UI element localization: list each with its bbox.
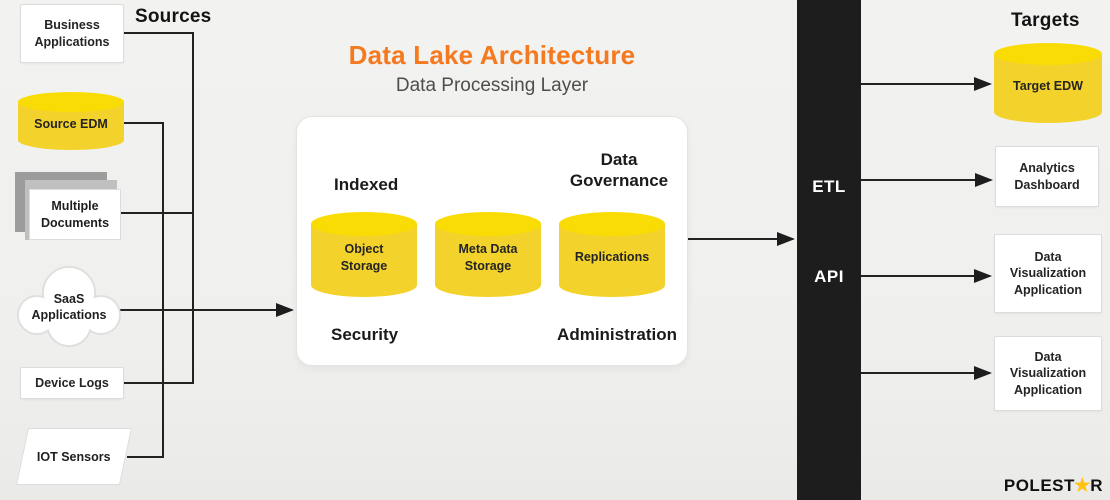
node-label: Data Visualization Application	[1009, 250, 1087, 297]
star-icon: ★	[1072, 474, 1093, 497]
node-label: IOT Sensors	[37, 449, 111, 464]
cylinder-top	[435, 212, 541, 236]
target-node-data-visualization-application-1: Data Visualization Application	[994, 234, 1102, 313]
node-label: Analytics Dashboard	[1014, 161, 1080, 192]
target-node-target-edw-cylinder: Target EDW	[994, 43, 1102, 123]
lake-cylinder-replications: Replications	[559, 212, 665, 297]
cloud-icon	[17, 266, 121, 347]
sources-heading: Sources	[135, 6, 212, 27]
node-label: Multiple Documents	[29, 189, 121, 240]
logo-text-suffix: R	[1090, 476, 1103, 495]
etl-label: ETL	[812, 177, 846, 196]
node-label: SaaS Applications	[31, 291, 107, 322]
data-lake-panel: Indexed Data Governance Object Storage M…	[296, 116, 688, 366]
node-label: Device Logs	[35, 375, 109, 390]
polestar-logo: POLEST ★ R	[1003, 474, 1103, 497]
source-node-source-edm-cylinder: Source EDM	[18, 92, 124, 150]
node-label: Object Storage	[340, 242, 388, 273]
node-label: Business Applications	[34, 18, 110, 49]
source-node-device-logs: Device Logs	[20, 367, 124, 399]
source-node-multiple-documents: Multiple Documents	[15, 172, 121, 240]
targets-heading: Targets	[1011, 10, 1080, 31]
target-node-data-visualization-application-2: Data Visualization Application	[994, 336, 1102, 411]
node-label: Meta Data Storage	[458, 242, 518, 273]
lake-label-indexed: Indexed	[334, 175, 399, 194]
source-node-iot-sensors: IOT Sensors	[15, 428, 133, 485]
cylinder-top	[994, 43, 1102, 65]
cylinder-top	[559, 212, 665, 236]
page-title: Data Lake Architecture	[348, 40, 636, 70]
node-label: Target EDW	[1013, 78, 1083, 93]
logo-text-prefix: POLEST	[1003, 476, 1075, 495]
node-label: Data Visualization Application	[1009, 350, 1087, 397]
lake-label-administration: Administration	[557, 325, 677, 344]
etl-api-pipeline-bar: ETL API	[797, 0, 861, 500]
lake-cylinder-object-storage: Object Storage	[311, 212, 417, 297]
api-label: API	[814, 267, 844, 286]
source-node-business-applications: Business Applications	[20, 4, 124, 63]
source-node-saas-cloud: SaaS Applications	[16, 266, 122, 348]
node-label: Replications	[574, 250, 650, 265]
lake-cylinder-row: Object Storage Meta Data Storage Replica…	[311, 212, 675, 297]
lake-cylinder-meta-data-storage: Meta Data Storage	[435, 212, 541, 297]
cylinder-top	[18, 92, 124, 112]
node-label: Source EDM	[34, 116, 108, 131]
lake-label-data-governance: Data Governance	[569, 150, 669, 191]
lake-label-security: Security	[331, 325, 399, 344]
target-node-analytics-dashboard: Analytics Dashboard	[995, 146, 1099, 207]
page-subtitle: Data Processing Layer	[395, 75, 589, 96]
cylinder-top	[311, 212, 417, 236]
